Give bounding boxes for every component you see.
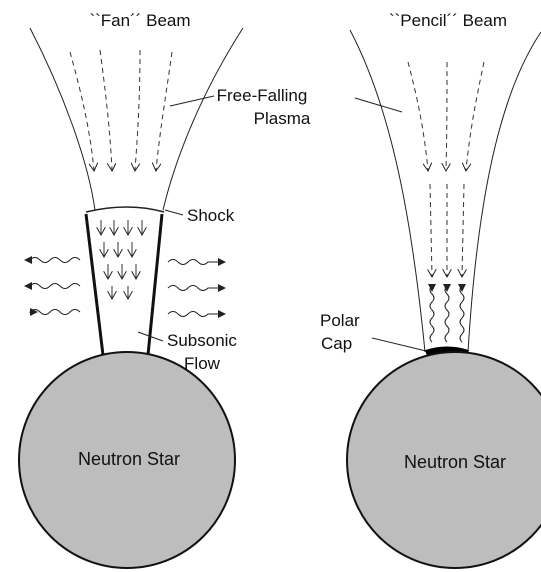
free-falling-label-line2: Plasma [254, 109, 311, 128]
pencil-free-fall-arrows [408, 62, 484, 276]
fan-free-fall-arrows [70, 50, 172, 170]
subsonic-flow-arrows [101, 220, 142, 298]
pencil-neutron-star-label: Neutron Star [404, 452, 506, 472]
polar-cap-label-line2: Cap [321, 334, 352, 353]
fan-funnel-left-wall [30, 28, 95, 210]
shock-front [86, 207, 164, 212]
shock-leader [165, 210, 183, 215]
subsonic-label-line2: Flow [184, 354, 221, 373]
fan-funnel-right-wall [163, 28, 243, 210]
shock-label: Shock [187, 206, 235, 225]
column-left-wall [86, 214, 103, 355]
fan-emission-left [28, 258, 80, 315]
fan-beam-title: ``Fan´´ Beam [89, 11, 190, 30]
pencil-emission-up [430, 286, 464, 342]
pencil-free-falling-leader [355, 98, 402, 112]
pencil-beam-panel: ``Pencil´´ Beam Polar Cap Neutron Star [320, 11, 541, 568]
pencil-funnel-right-wall [468, 32, 541, 352]
polar-cap-leader [372, 338, 426, 351]
subsonic-label-line1: Subsonic [167, 331, 237, 350]
fan-neutron-star-label: Neutron Star [78, 449, 180, 469]
fan-beam-panel: ``Fan´´ Beam Free-Falling Plasma Shock [19, 11, 311, 568]
free-falling-leader [170, 96, 214, 106]
fan-emission-right [168, 260, 222, 317]
polar-cap-label-line1: Polar [320, 311, 360, 330]
pencil-beam-title: ``Pencil´´ Beam [389, 11, 507, 30]
column-right-wall [148, 214, 162, 355]
free-falling-label-line1: Free-Falling [217, 86, 308, 105]
pencil-funnel-left-wall [350, 30, 425, 352]
